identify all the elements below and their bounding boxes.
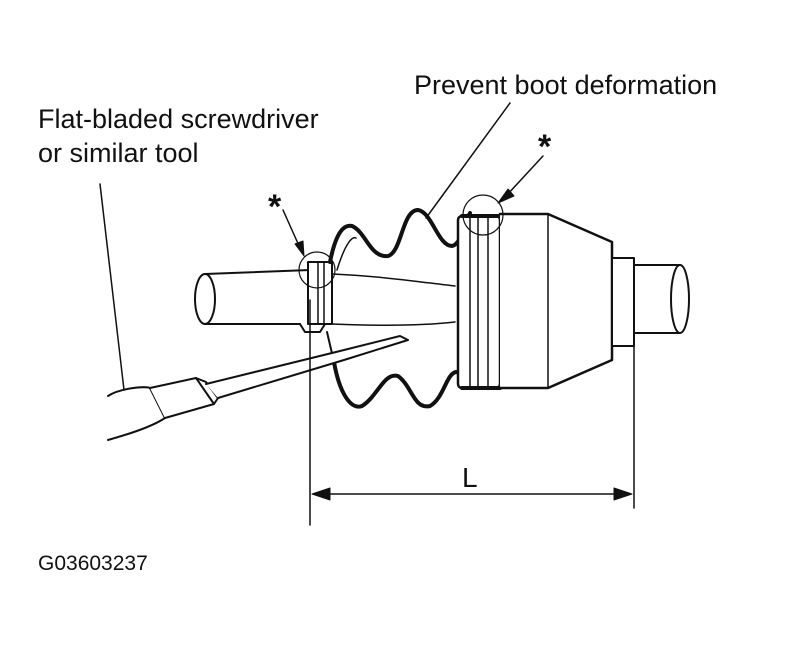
deformation-leader-line	[425, 102, 511, 219]
boot-upper-bellows	[328, 208, 472, 264]
star-left-arrow	[282, 209, 305, 257]
output-stub-shaft	[629, 264, 690, 334]
tool-label-line1: Flat-bladed screwdriver	[38, 104, 319, 134]
dimension-L-label: L	[462, 462, 478, 493]
drive-shaft	[194, 269, 326, 333]
joint-housing	[498, 212, 635, 390]
deformation-label: Prevent boot deformation	[414, 70, 718, 100]
figure-code: G03603237	[38, 552, 148, 575]
star-right-marker: *	[538, 128, 552, 166]
left-clamp-highlight-circle	[298, 251, 336, 289]
star-right-arrow	[497, 155, 544, 204]
star-left-marker: *	[268, 188, 282, 226]
boot-small-end-clamp	[307, 261, 333, 325]
tool-label-line2: or similar tool	[38, 138, 199, 168]
dimension-L	[309, 299, 635, 526]
tool-leader-line	[99, 183, 125, 391]
boot-large-end-clamp	[456, 214, 502, 390]
boot-lower-bellows	[332, 360, 472, 409]
flat-bladed-screwdriver	[107, 335, 409, 441]
right-clamp-highlight-circle	[462, 194, 504, 236]
